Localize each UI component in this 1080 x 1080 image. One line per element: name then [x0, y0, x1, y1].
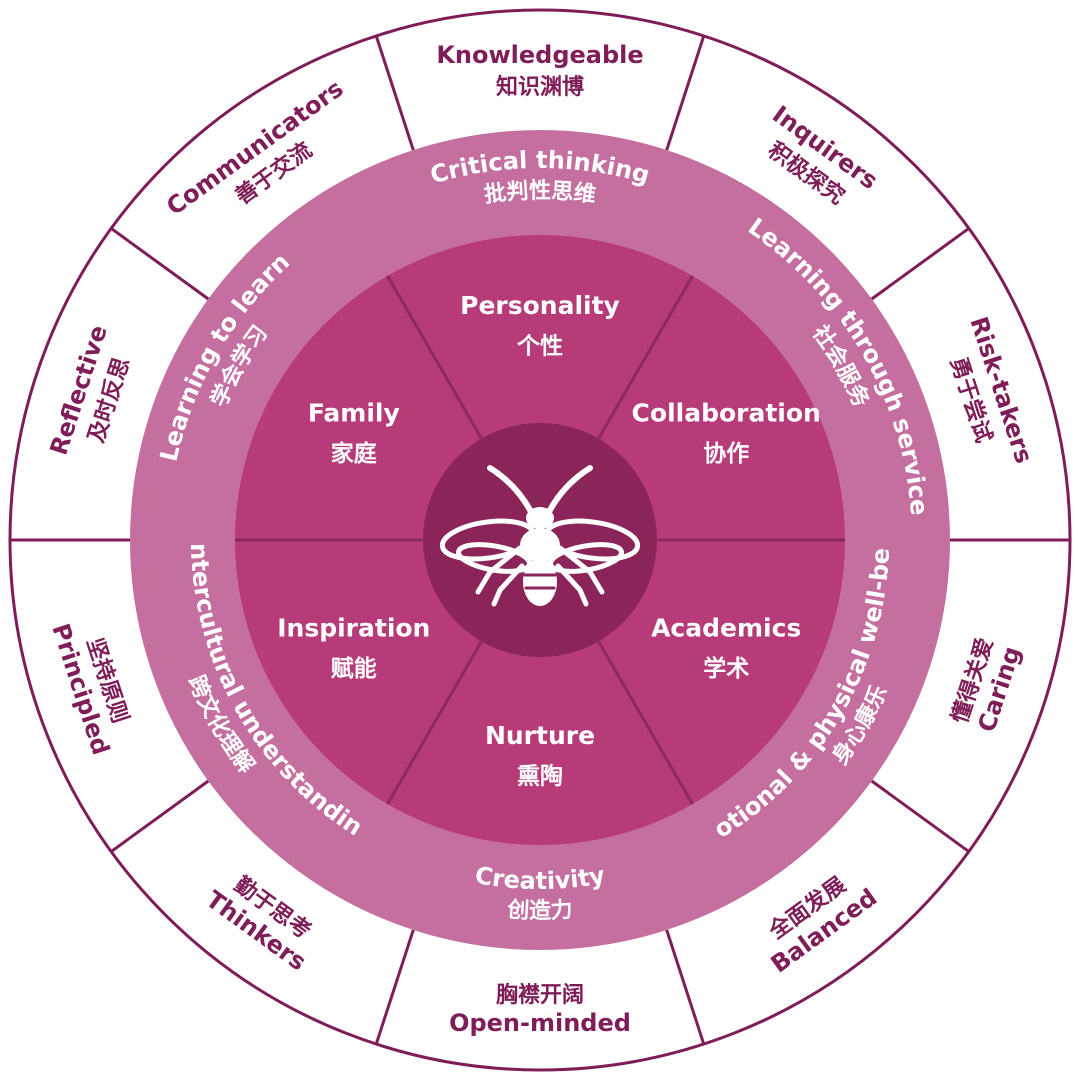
outer-divider [374, 35, 415, 151]
inner-segment-nurture: Nurture 熏陶 [485, 721, 595, 790]
outer-ring-dividers [10, 35, 1070, 1045]
outer-label-en: Open-minded [449, 1009, 631, 1037]
outer-divider [374, 929, 415, 1045]
inner-label-zh: 赋能 [331, 655, 377, 682]
inner-label-en: Personality [460, 291, 620, 320]
inner-label-en: Inspiration [277, 614, 430, 643]
inner-ring-labels: Personality 个性 Collaboration 协作 Academics 学术 N… [277, 291, 821, 790]
inner-segment-personality: Personality 个性 [460, 291, 620, 360]
outer-divider [870, 227, 970, 301]
inner-segment-family: Family 家庭 [308, 399, 400, 468]
inner-segment-academics: Academics 学术 [651, 614, 801, 683]
outer-divider [870, 779, 970, 853]
inner-segment-collaboration: Collaboration 协作 [632, 399, 821, 468]
middle-label-zh: 批判性思维 [483, 179, 598, 208]
outer-label-en: Knowledgeable [436, 41, 643, 69]
inner-label-zh: 熏陶 [517, 763, 563, 790]
inner-divider [597, 275, 694, 440]
inner-label-zh: 学术 [703, 655, 749, 682]
inner-label-en: Nurture [485, 721, 595, 750]
bee-icon [439, 465, 641, 607]
inner-label-en: Family [308, 399, 400, 428]
inner-label-en: Collaboration [632, 399, 821, 428]
inner-ring-dividers [235, 275, 845, 805]
outer-label-zh: 胸襟开阔 [496, 982, 584, 1008]
inner-divider [386, 640, 483, 805]
outer-divider [665, 929, 706, 1045]
inner-label-zh: 个性 [517, 334, 563, 360]
inner-label-zh: 协作 [703, 441, 749, 467]
inner-segment-inspiration: Inspiration 赋能 [277, 614, 430, 683]
outer-label-zh: 知识渊博 [496, 74, 584, 100]
outer-divider [110, 779, 210, 853]
outer-divider [665, 35, 706, 151]
inner-divider [597, 640, 694, 805]
middle-label-zh: 创造力 [506, 898, 574, 924]
outer-segment-knowledgeable: Knowledgeable 知识渊博 [436, 41, 643, 100]
inner-label-en: Academics [651, 614, 801, 643]
outer-divider [110, 227, 210, 301]
inner-divider [386, 275, 483, 440]
inner-label-zh: 家庭 [331, 440, 377, 467]
